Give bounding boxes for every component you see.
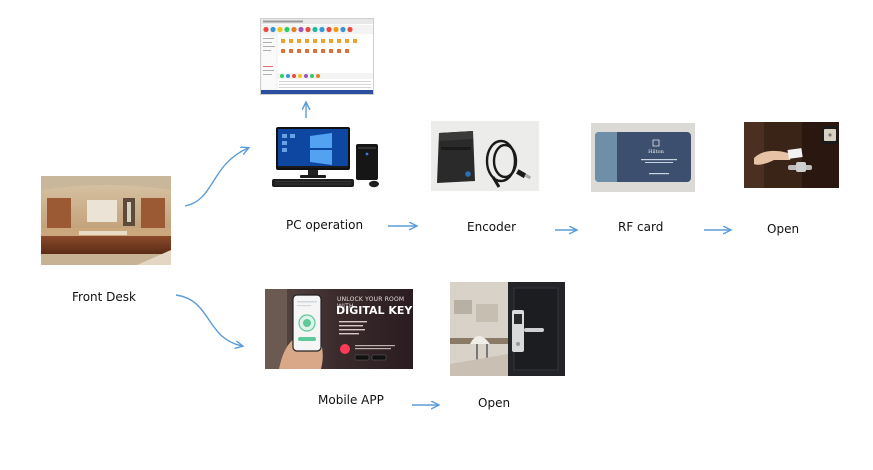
- door-card-graphic: [744, 122, 839, 188]
- software-screenshot-image: [260, 18, 374, 95]
- rf-card-label: RF card: [618, 220, 664, 234]
- open-label-top: Open: [767, 222, 800, 236]
- mobile-app-image: UNLOCK YOUR ROOM WITH DIGITAL KEY: [265, 289, 413, 369]
- encoder-graphic: [431, 121, 539, 191]
- pc-graphic: [272, 127, 379, 188]
- mobile-app-label: Mobile APP: [318, 393, 384, 407]
- card-brand-text: Hilton: [648, 149, 665, 155]
- pc-operation-label: PC operation: [286, 218, 364, 232]
- rf-card-image: Hilton: [591, 123, 695, 192]
- arrow-frontdesk-to-pc: [184, 148, 248, 207]
- app-ad-line1: UNLOCK YOUR ROOM WITH: [337, 296, 405, 310]
- software-window-graphic: [261, 19, 373, 94]
- open-label-bottom: Open: [478, 396, 511, 410]
- door-open-card-image: [744, 122, 839, 188]
- front-desk-image: [41, 176, 171, 265]
- encoder-label: Encoder: [467, 220, 517, 234]
- pc-image: [270, 124, 382, 190]
- app-ad-line2: DIGITAL KEY: [336, 304, 413, 317]
- door-lock-graphic: [450, 282, 565, 376]
- door-lock-image: [450, 282, 565, 376]
- front-desk-graphic: [41, 176, 171, 265]
- mobile-app-graphic: [265, 289, 413, 369]
- front-desk-label: Front Desk: [72, 290, 136, 304]
- rf-card-graphic: Hilton: [591, 123, 695, 192]
- arrow-frontdesk-to-app: [175, 294, 242, 346]
- encoder-image: [431, 121, 539, 191]
